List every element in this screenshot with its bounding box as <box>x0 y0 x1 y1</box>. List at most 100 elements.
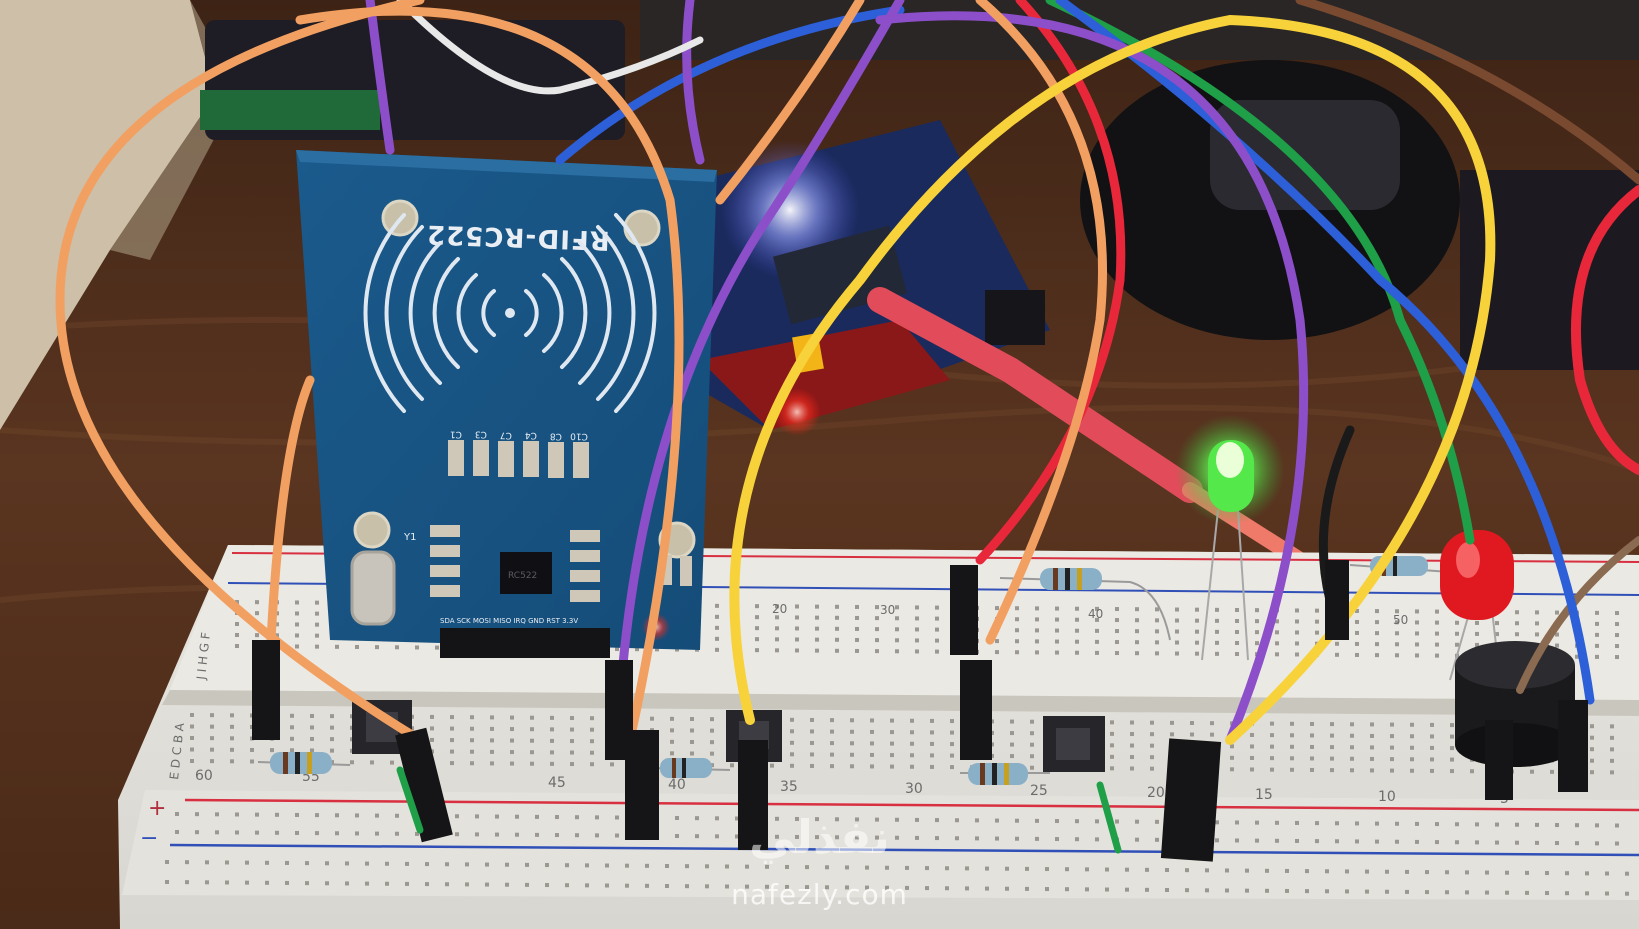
breadboard-hole <box>1435 609 1439 614</box>
breadboard-hole <box>855 637 859 642</box>
breadboard-hole <box>295 622 299 627</box>
breadboard-hole <box>1475 840 1479 845</box>
breadboard-hole <box>870 718 874 723</box>
breadboard-hole <box>1195 640 1199 645</box>
chip-label: RC522 <box>508 571 537 581</box>
upper-50: 50 <box>1393 613 1408 627</box>
resistor-4 <box>999 568 1171 641</box>
breadboard-hole <box>795 637 799 642</box>
breadboard-hole <box>1555 610 1559 615</box>
svg-text:C10: C10 <box>570 430 588 441</box>
breadboard-hole <box>1095 606 1099 611</box>
breadboard-hole <box>1415 642 1419 647</box>
breadboard-hole <box>1010 754 1014 759</box>
svg-text:C1: C1 <box>450 429 462 439</box>
breadboard-hole <box>345 861 349 866</box>
breadboard-hole <box>1290 756 1294 761</box>
breadboard-hole <box>1275 820 1279 825</box>
breadboard-hole <box>335 644 339 649</box>
breadboard-hole <box>1615 655 1619 660</box>
breadboard-hole <box>1210 732 1214 737</box>
wire-green-short <box>1096 781 1122 854</box>
breadboard-hole <box>1110 720 1114 725</box>
breadboard-hole <box>450 726 454 731</box>
breadboard-hole <box>1315 619 1319 624</box>
breadboard-hole <box>1515 840 1519 845</box>
breadboard-hole <box>910 753 914 758</box>
breadboard-hole <box>330 737 334 742</box>
barrel-jack <box>985 290 1045 345</box>
breadboard-hole <box>570 727 574 732</box>
breadboard-hole <box>275 633 279 638</box>
breadboard-hole <box>195 812 199 817</box>
breadboard-hole <box>1590 747 1594 752</box>
breadboard-hole <box>775 626 779 631</box>
breadboard-hole <box>310 713 314 718</box>
breadboard-hole <box>1365 869 1369 874</box>
breadboard-hole <box>1610 758 1614 763</box>
breadboard-hole <box>1045 887 1049 892</box>
breadboard-hole <box>910 741 914 746</box>
col-20: 20 <box>1147 785 1165 801</box>
buzzer <box>1455 641 1575 767</box>
breadboard-hole <box>1155 618 1159 623</box>
rail-blue-line-bottom <box>169 843 1639 857</box>
breadboard-hole <box>1215 651 1219 656</box>
breadboard-hole <box>850 764 854 769</box>
breadboard-hole <box>1310 744 1314 749</box>
wire-brown <box>1295 0 1639 185</box>
breadboard-hole <box>375 831 379 836</box>
breadboard-hole <box>1375 839 1379 844</box>
breadboard-hole <box>1610 724 1614 729</box>
breadboard-hole <box>555 815 559 820</box>
breadboard-hole <box>1015 818 1019 823</box>
breadboard-hole <box>955 836 959 841</box>
breadboard-hole <box>710 751 714 756</box>
breadboard-hole <box>1215 640 1219 645</box>
breadboard-hole <box>1125 887 1129 892</box>
breadboard-hole <box>1335 652 1339 657</box>
breadboard-hole <box>415 645 419 650</box>
breadboard-hole <box>810 740 814 745</box>
breadboard-hole <box>495 814 499 819</box>
breadboard-hole <box>530 761 534 766</box>
breadboard-hole <box>1415 631 1419 636</box>
breadboard-hole <box>175 830 179 834</box>
breadboard-hole <box>1235 838 1239 843</box>
breadboard-hole <box>1295 820 1299 825</box>
breadboard-hole <box>845 885 849 890</box>
breadboard-hole <box>935 627 939 632</box>
breadboard-hole <box>590 727 594 732</box>
breadboard-hole <box>1195 651 1199 656</box>
breadboard-hole <box>315 622 319 627</box>
breadboard-hole <box>1595 610 1599 615</box>
upper-30: 30 <box>880 603 895 617</box>
breadboard-hole <box>1055 650 1059 655</box>
breadboard-hole <box>1275 652 1279 657</box>
breadboard-hole <box>1170 732 1174 737</box>
breadboard-hole <box>430 726 434 731</box>
breadboard-hole <box>815 615 819 620</box>
breadboard-hole <box>775 816 779 821</box>
breadboard-hole <box>1375 653 1379 658</box>
breadboard-hole <box>1595 841 1599 846</box>
breadboard-hole <box>725 884 729 889</box>
breadboard-hole <box>1130 755 1134 760</box>
breadboard-hole <box>835 604 839 609</box>
breadboard-hole <box>215 830 219 835</box>
breadboard-hole <box>1175 640 1179 645</box>
breadboard-hole <box>1035 617 1039 622</box>
breadboard-hole <box>1475 822 1479 827</box>
breadboard-hole <box>530 738 534 743</box>
breadboard-hole <box>1615 611 1619 616</box>
breadboard-hole <box>1095 650 1099 655</box>
breadboard-hole <box>430 737 434 742</box>
breadboard-hole <box>775 648 779 653</box>
breadboard-hole <box>230 747 234 752</box>
breadboard-hole <box>1155 629 1159 634</box>
breadboard-hole <box>1205 888 1209 893</box>
breadboard-hole <box>685 864 689 869</box>
breadboard-hole <box>810 763 814 768</box>
arduino-red-pcb <box>700 320 950 430</box>
breadboard-hole <box>1030 754 1034 759</box>
